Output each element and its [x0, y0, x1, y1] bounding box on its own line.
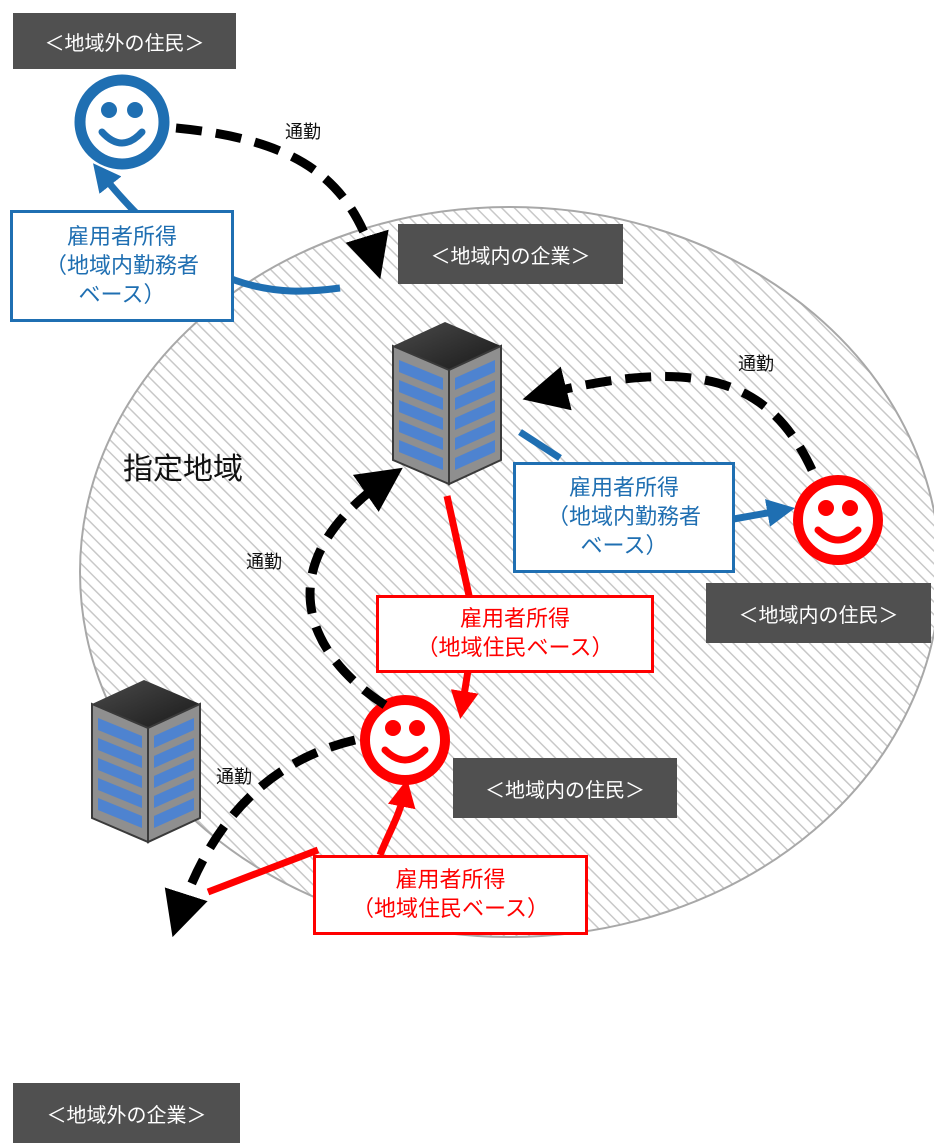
box-line: ベース） — [580, 534, 668, 559]
resident-based-income-box: 雇用者所得 （地域住民ベース） — [313, 855, 588, 935]
commute-label: 通勤 — [216, 767, 252, 788]
office-building-icon — [392, 322, 502, 486]
box-line: 雇用者所得 — [568, 476, 679, 501]
commute-arrow — [305, 467, 403, 709]
outside-resident-label: ＜地域外の住民＞ — [13, 13, 236, 69]
inside-resident-label: ＜地域内の住民＞ — [453, 758, 677, 818]
box-line: （地域内勤務者 — [546, 505, 701, 530]
smiley-face-icon — [793, 475, 883, 565]
box-line: 雇用者所得 — [459, 607, 570, 632]
commute-label: 通勤 — [285, 122, 321, 143]
box-line: （地域住民ベース） — [416, 636, 614, 661]
office-building-icon — [91, 680, 201, 844]
resident-based-income-box: 雇用者所得 （地域住民ベース） — [376, 595, 654, 673]
inside-company-label: ＜地域内の企業＞ — [398, 224, 623, 284]
designated-region — [79, 206, 934, 938]
commute-arrow — [175, 123, 389, 280]
box-line: 雇用者所得 — [395, 868, 506, 893]
smiley-face-icon — [360, 695, 450, 785]
box-line: （地域住民ベース） — [352, 897, 549, 922]
workplace-based-income-box: 雇用者所得 （地域内勤務者 ベース） — [513, 462, 735, 573]
commute-arrow — [522, 366, 817, 472]
outside-company-label: ＜地域外の企業＞ — [13, 1083, 240, 1143]
commute-label: 通勤 — [738, 354, 774, 375]
box-line: ベース） — [78, 282, 166, 308]
income-flow-arrow — [206, 790, 405, 896]
smiley-face-icon — [74, 74, 170, 170]
box-line: 雇用者所得 — [66, 224, 177, 250]
income-flow-arrow — [518, 429, 784, 520]
box-line: （地域内勤務者 — [44, 253, 199, 279]
inside-resident-label: ＜地域内の住民＞ — [706, 583, 931, 643]
commute-label: 通勤 — [246, 552, 282, 573]
workplace-based-income-box: 雇用者所得 （地域内勤務者 ベース） — [10, 210, 234, 322]
commute-arrow — [164, 735, 357, 938]
region-name-label: 指定地域 — [123, 452, 243, 487]
